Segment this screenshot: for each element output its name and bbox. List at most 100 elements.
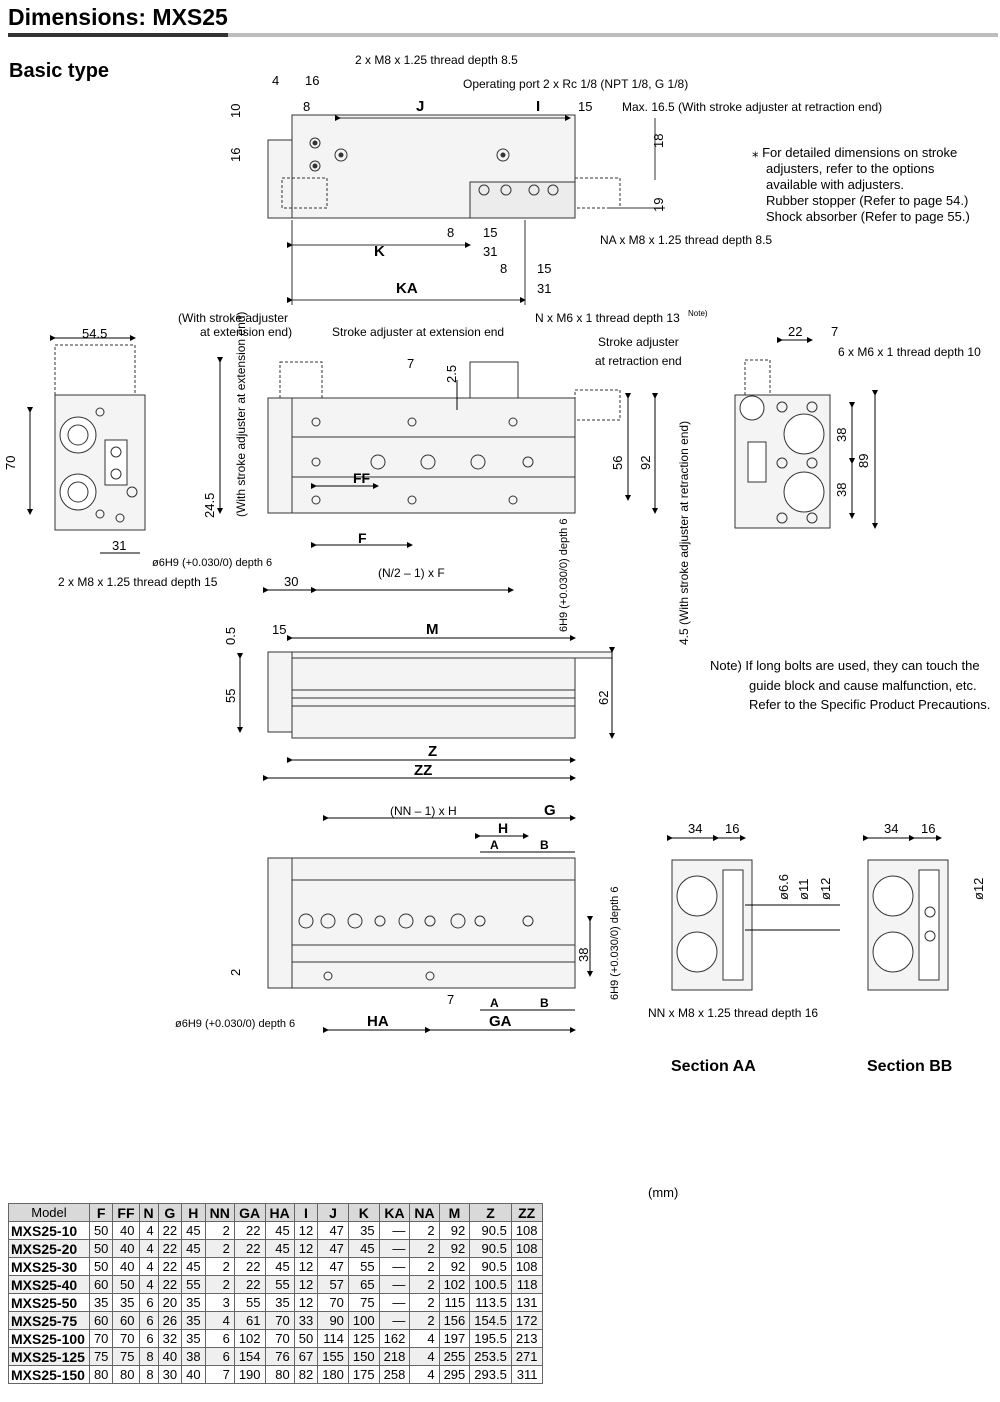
- callout-end-thread: 6 x M6 x 1 thread depth 10: [838, 345, 981, 359]
- table-cell: 55: [347, 1257, 380, 1276]
- table-cell: 92: [438, 1221, 471, 1240]
- table-cell: 90.5: [469, 1221, 512, 1240]
- model-cell: MXS25-75: [8, 1311, 90, 1330]
- table-cell: 4: [409, 1329, 440, 1348]
- bottom-view-labels: (NN – 1) x H G H A B 38 2 7 A B HA GA ø6…: [175, 802, 818, 1030]
- table-cell: 8: [138, 1365, 159, 1384]
- dim-label: I: [536, 98, 540, 115]
- dim-label: 16: [725, 821, 739, 836]
- table-cell: 113.5: [469, 1293, 512, 1312]
- table-cell: 65: [347, 1275, 380, 1294]
- table-cell: 40: [112, 1239, 140, 1258]
- table-cell: 3: [204, 1293, 235, 1312]
- column-header: GA: [233, 1203, 266, 1222]
- table-cell: —: [378, 1257, 411, 1276]
- table-cell: 195.5: [469, 1329, 512, 1348]
- column-header: F: [88, 1203, 114, 1222]
- dim-label: 31: [537, 281, 551, 296]
- table-cell: 102: [438, 1275, 471, 1294]
- dim-label: (NN – 1) x H: [390, 804, 457, 818]
- plan-view: [217, 357, 658, 593]
- dim-label: M: [426, 621, 439, 638]
- plan-view-labels: (With stroke adjuster at extension end) …: [58, 309, 708, 645]
- table-cell: 311: [510, 1365, 543, 1384]
- table-cell: 255: [438, 1347, 471, 1366]
- table-cell: 82: [293, 1365, 319, 1384]
- table-cell: 180: [317, 1365, 349, 1384]
- dim-label: 15: [578, 99, 592, 114]
- callout-port: Operating port 2 x Rc 1/8 (NPT 1/8, G 1/…: [463, 77, 688, 91]
- table-cell: 197: [438, 1329, 471, 1348]
- unit-label: (mm): [648, 1185, 679, 1200]
- model-cell: MXS25-50: [8, 1293, 90, 1312]
- callout-stroke-adjuster-ext: Stroke adjuster at extension end: [332, 325, 504, 339]
- table-cell: 2: [409, 1293, 440, 1312]
- dim-label: ø6.6: [776, 874, 791, 900]
- table-cell: 55: [181, 1275, 206, 1294]
- table-cell: 172: [510, 1311, 543, 1330]
- table-cell: 2: [409, 1257, 440, 1276]
- table-cell: 100.5: [469, 1275, 512, 1294]
- table-cell: —: [378, 1293, 411, 1312]
- table-cell: 35: [264, 1293, 295, 1312]
- table-cell: 7: [204, 1365, 235, 1384]
- dim-label: 8: [500, 261, 507, 276]
- table-cell: 45: [264, 1239, 295, 1258]
- table-cell: 114: [317, 1329, 349, 1348]
- dim-label: A: [490, 838, 499, 852]
- table-cell: 22: [233, 1221, 266, 1240]
- table-cell: 218: [378, 1347, 411, 1366]
- top-view: [267, 114, 665, 305]
- dim-label: 55: [223, 689, 238, 703]
- table-cell: 22: [233, 1257, 266, 1276]
- table-cell: 70: [88, 1329, 114, 1348]
- table-cell: 155: [317, 1347, 349, 1366]
- callout-stroke-adjuster-ret: Stroke adjuster: [598, 335, 679, 349]
- note-line: Rubber stopper (Refer to page 54.): [766, 193, 969, 208]
- table-cell: 4: [409, 1347, 440, 1366]
- table-cell: 80: [264, 1365, 295, 1384]
- column-header: Z: [469, 1203, 512, 1222]
- table-cell: 92: [438, 1257, 471, 1276]
- table-cell: 131: [510, 1293, 543, 1312]
- section-subtitle: Basic type: [9, 60, 110, 82]
- dim-label: B: [540, 996, 549, 1010]
- column-header: NA: [409, 1203, 440, 1222]
- table-cell: 4: [409, 1365, 440, 1384]
- dim-label: 89: [856, 454, 871, 468]
- callout-bottom-thread: 2 x M8 x 1.25 thread depth 15: [58, 575, 218, 589]
- table-cell: 60: [88, 1311, 114, 1330]
- dim-label: ø11: [796, 879, 811, 900]
- table-cell: 108: [510, 1221, 543, 1240]
- adjuster-notes: ⁎ For detailed dimensions on stroke adju…: [752, 145, 970, 225]
- table-cell: 22: [157, 1239, 183, 1258]
- table-cell: 2: [409, 1239, 440, 1258]
- table-cell: 70: [112, 1329, 140, 1348]
- dim-label: 38: [576, 948, 591, 962]
- table-cell: 253.5: [469, 1347, 512, 1366]
- table-cell: 6: [138, 1311, 159, 1330]
- table-cell: 90.5: [469, 1257, 512, 1276]
- table-cell: 22: [157, 1275, 183, 1294]
- dim-label: G: [544, 802, 556, 819]
- table-cell: 12: [293, 1293, 319, 1312]
- column-header-model: Model: [8, 1203, 90, 1222]
- section-bb-label: Section BB: [867, 1058, 953, 1075]
- dim-label: ø12: [818, 878, 833, 900]
- dim-label: HA: [367, 1013, 389, 1030]
- table-cell: 60: [112, 1311, 140, 1330]
- top-view-labels: 4 16 8 J I 15 10 16 18 19 K 8 15 31 8 15…: [228, 53, 882, 297]
- dim-label: 16: [228, 148, 243, 162]
- dim-label: 2: [228, 969, 243, 976]
- table-cell: 213: [510, 1329, 543, 1348]
- callout-na: NA x M8 x 1.25 thread depth 8.5: [600, 233, 772, 247]
- section-bb: [863, 835, 949, 991]
- section-aa-label: Section AA: [671, 1058, 756, 1075]
- table-cell: 47: [317, 1221, 349, 1240]
- table-cell: 4: [138, 1275, 159, 1294]
